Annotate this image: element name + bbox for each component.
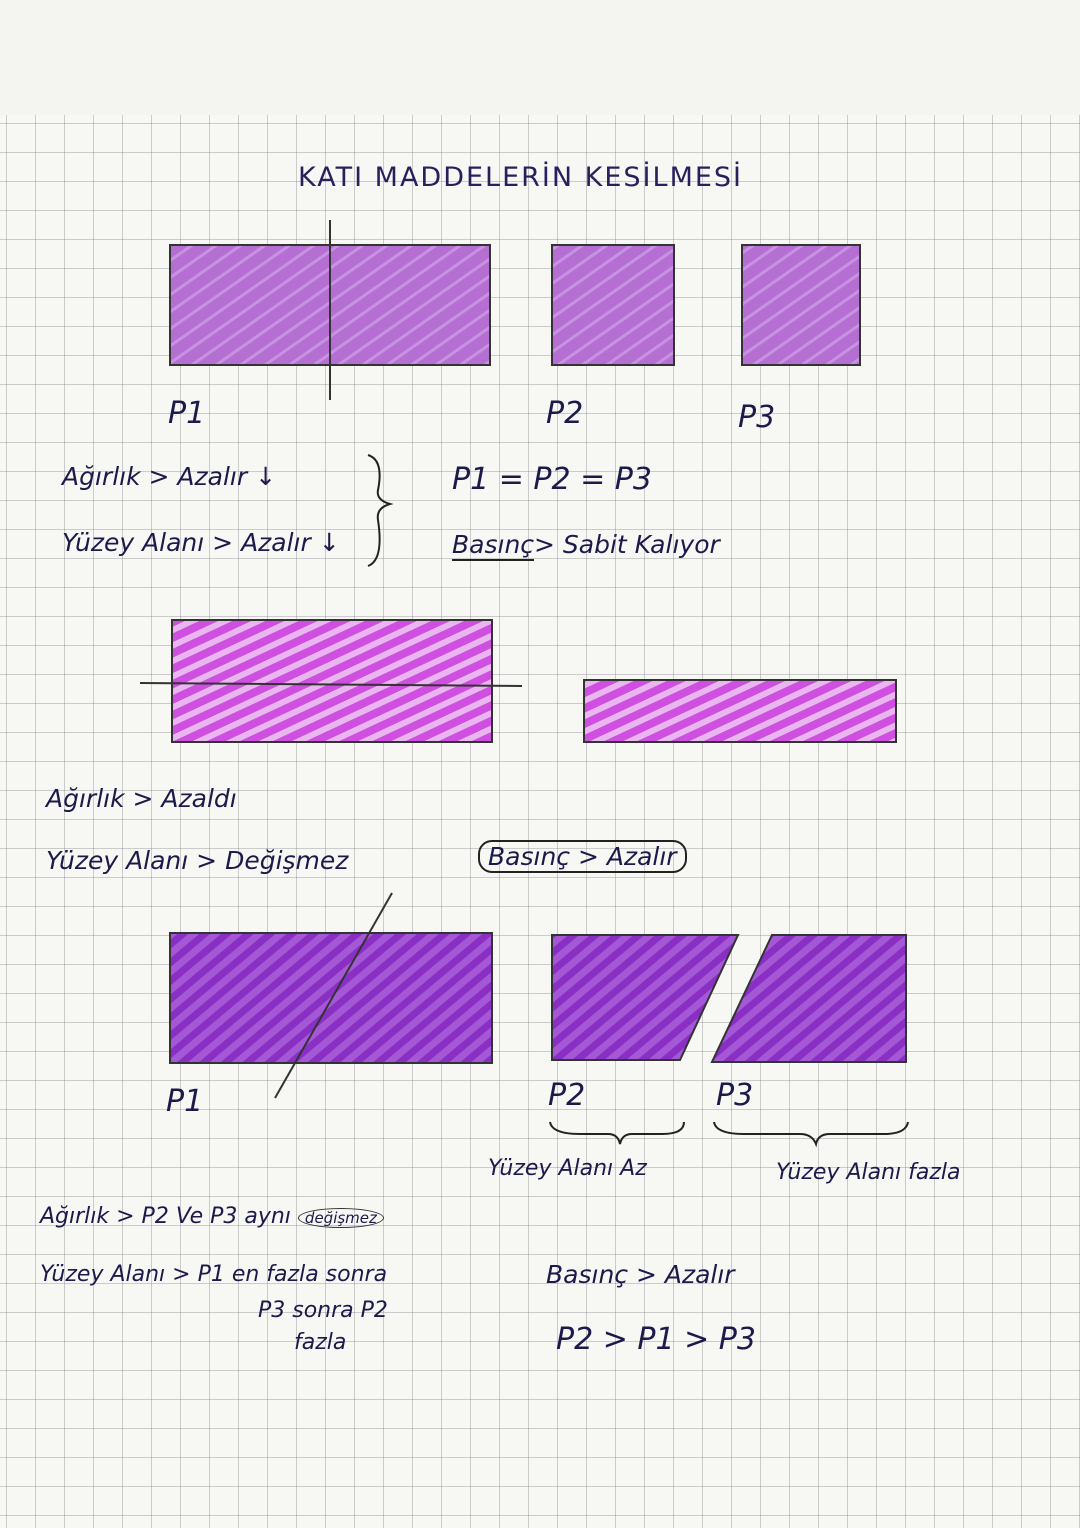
note-area-1: Yüzey Alanı > Azalır ↓ <box>62 528 340 557</box>
brace-notes <box>367 454 394 567</box>
block-p2-top <box>551 244 675 366</box>
label-p1-bottom: P1 <box>166 1084 204 1119</box>
brace-p3 <box>713 1121 909 1148</box>
note-weight-2: Ağırlık > Azaldı <box>46 784 237 813</box>
note-weight-3-text: Ağırlık > P2 Ve P3 aynı <box>40 1204 291 1229</box>
label-p2-bottom: P2 <box>548 1078 586 1113</box>
equation-equal: P1 = P2 = P3 <box>452 462 652 497</box>
note-area-3-line3: fazla <box>294 1330 347 1355</box>
note-weight-1: Ağırlık > Azalır ↓ <box>62 462 277 491</box>
page-title: KATI MADDELERİN KESİLMESİ <box>298 162 744 193</box>
pressure-constant: Basınç> Sabit Kalıyor <box>452 530 720 561</box>
block-horizontal-full <box>171 619 493 743</box>
cut-line-horizontal <box>139 682 523 687</box>
note-weight-3: Ağırlık > P2 Ve P3 aynı değişmez <box>40 1204 384 1229</box>
brace-label-less-area: Yüzey Alanı Az <box>488 1156 647 1181</box>
block-diagonal-p3 <box>710 934 907 1063</box>
pressure-decreases-boxed: Basınç > Azalır <box>478 840 687 873</box>
cut-line-diagonal <box>274 892 393 1099</box>
pressure-word: Basınç <box>452 530 535 561</box>
pressure-constant-rest: > Sabit Kalıyor <box>534 530 720 559</box>
note-area-3-line1: Yüzey Alanı > P1 en fazla sonra <box>40 1262 388 1287</box>
block-horizontal-half <box>583 679 897 743</box>
note-area-2: Yüzey Alanı > Değişmez <box>46 846 349 875</box>
label-p3-bottom: P3 <box>716 1078 754 1113</box>
block-diagonal-p2 <box>551 934 740 1061</box>
brace-label-more-area: Yüzey Alanı fazla <box>776 1160 961 1185</box>
brace-p2 <box>549 1121 685 1145</box>
note-area-3-line2: P3 sonra P2 <box>258 1298 388 1323</box>
pressure-order: P2 > P1 > P3 <box>556 1322 756 1357</box>
pressure-decreases-3: Basınç > Azalır <box>546 1260 735 1289</box>
label-p2-top: P2 <box>546 396 584 431</box>
label-p3-top: P3 <box>738 400 776 435</box>
unchanged-oval: değişmez <box>297 1208 384 1228</box>
label-p1-top: P1 <box>168 396 206 431</box>
block-p3-top <box>741 244 861 366</box>
